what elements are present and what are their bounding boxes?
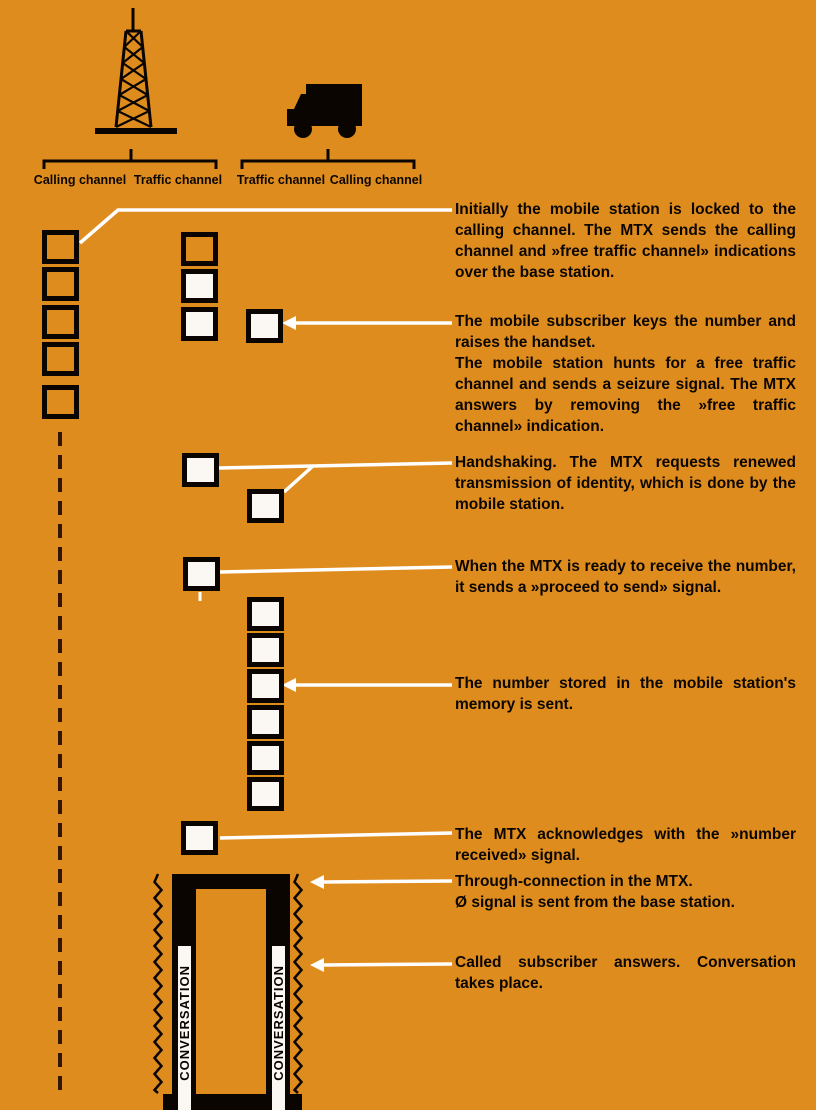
signal-square <box>247 669 284 703</box>
signal-square <box>181 232 218 266</box>
step-2-text: The mobile subscriber keys the number an… <box>455 313 796 435</box>
signal-square <box>42 342 79 376</box>
conversation-stripe-left <box>178 946 191 1110</box>
connector-line-step3 <box>218 461 453 470</box>
signal-square <box>247 741 284 775</box>
connector-line-step8 <box>321 962 453 967</box>
signal-square <box>247 777 284 811</box>
signal-square <box>183 557 220 591</box>
bottom-band <box>163 1094 302 1110</box>
step-7-text: Through-connection in the MTX. Ø signal … <box>455 873 735 911</box>
step-1-text: Initially the mobile station is locked t… <box>455 201 796 281</box>
step-6-text: The MTX acknowledges with the »number re… <box>455 826 796 864</box>
connector-line-step4 <box>219 565 453 574</box>
signal-square <box>247 633 284 667</box>
arrowhead-step7 <box>310 875 324 889</box>
truck-icon <box>287 84 362 138</box>
signal-square <box>42 267 79 301</box>
signal-square <box>42 385 79 419</box>
conversation-label: CONVERSATION <box>176 965 192 1081</box>
wavy-line-right <box>292 873 304 1094</box>
signal-square <box>246 309 283 343</box>
conversation-label: CONVERSATION <box>270 965 286 1081</box>
signal-square <box>247 705 284 739</box>
signal-square <box>181 269 218 303</box>
connector-line-step7 <box>321 879 453 884</box>
label-mobile-calling-channel: Calling channel <box>329 173 423 187</box>
label-base-traffic-channel: Traffic channel <box>133 173 223 187</box>
base-station-bracket <box>42 149 218 169</box>
signal-square <box>42 305 79 339</box>
wavy-line-left <box>152 873 164 1094</box>
arrowhead-step2 <box>282 316 296 330</box>
through-connection-bar <box>172 874 290 889</box>
connector-line-step6 <box>219 831 453 840</box>
step-3-text: Handshaking. The MTX requests renewed tr… <box>455 454 796 513</box>
conversation-stripe-right <box>272 946 285 1110</box>
step-5-text: The number stored in the mobile station'… <box>455 675 796 713</box>
signal-square <box>182 453 219 487</box>
arrowhead-step8 <box>310 958 324 972</box>
label-mobile-traffic-channel: Traffic channel <box>236 173 326 187</box>
signal-square <box>42 230 79 264</box>
signal-square <box>181 821 218 855</box>
radio-tower-icon <box>95 8 177 134</box>
step-8-text: Called subscriber answers. Conversation … <box>455 954 796 992</box>
signal-square <box>247 597 284 631</box>
conversation-label-right-wrap: CONVERSATION <box>266 948 290 1098</box>
signal-square <box>181 307 218 341</box>
step-4-text: When the MTX is ready to receive the num… <box>455 558 796 596</box>
mobile-station-bracket <box>240 149 416 169</box>
label-base-calling-channel: Calling channel <box>33 173 127 187</box>
signal-square <box>247 489 284 523</box>
connector-line-step1 <box>78 208 452 245</box>
arrowhead-step5 <box>282 678 296 692</box>
connector-line-step3-branch <box>282 464 315 494</box>
conversation-label-left-wrap: CONVERSATION <box>172 948 196 1098</box>
